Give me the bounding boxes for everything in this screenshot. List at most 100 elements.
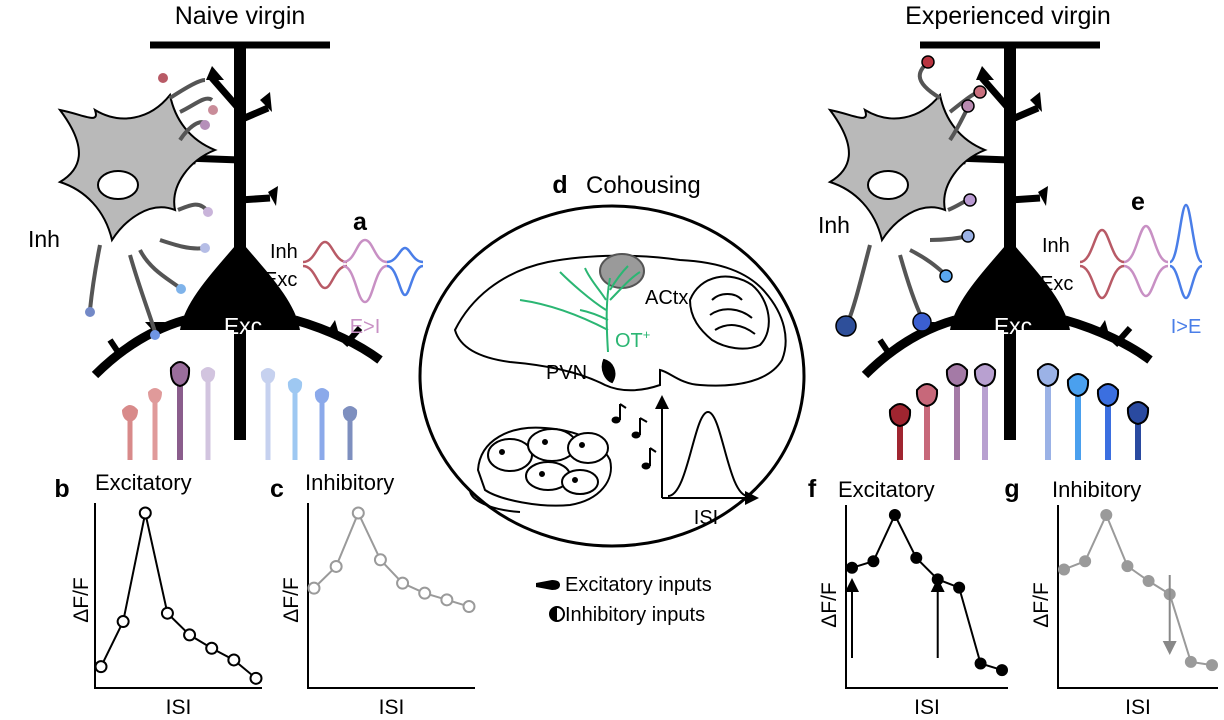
trace-exc-label-a: Exc xyxy=(264,269,297,291)
chart-c-point xyxy=(329,559,343,573)
chart-b-point xyxy=(205,641,219,655)
naive-virgin-title: Naive virgin xyxy=(175,2,306,30)
naive-traces xyxy=(302,238,424,304)
excitatory-input-glyph xyxy=(536,580,560,590)
chart-b-title: Excitatory xyxy=(95,470,192,495)
chart-f-point xyxy=(974,657,987,670)
legend-excitatory: Excitatory inputs xyxy=(565,574,712,596)
panel-e-letter: e xyxy=(1131,188,1145,216)
chart-f-point xyxy=(846,561,858,574)
chart-g-point xyxy=(1184,655,1197,668)
naive-exc-inputs xyxy=(122,361,358,460)
experienced-inh-label: Inh xyxy=(818,212,850,238)
actx-label: ACtx xyxy=(645,287,688,309)
naive-inh-terminals xyxy=(85,73,218,340)
experienced-virgin-title: Experienced virgin xyxy=(905,2,1111,30)
isi-distribution xyxy=(655,395,759,505)
brain-outline xyxy=(453,254,787,392)
chart-g-point xyxy=(1058,563,1070,576)
chart-c-point xyxy=(307,581,321,595)
actx-region xyxy=(599,253,645,289)
cohousing-title: Cohousing xyxy=(586,172,701,199)
experienced-exc-inputs xyxy=(888,363,1150,460)
experienced-exc-neuron xyxy=(861,41,1153,440)
cohousing-circle xyxy=(418,204,806,548)
chart-g-xlabel: ISI xyxy=(1125,696,1151,719)
chart-c-point xyxy=(462,600,476,614)
experienced-traces xyxy=(1079,203,1204,300)
chart-g-axes xyxy=(1057,505,1218,689)
chart-b-point xyxy=(94,660,108,674)
naive-inh-label: Inh xyxy=(28,226,60,252)
chart-f-point xyxy=(888,509,901,521)
chart-c-point xyxy=(440,593,454,607)
chart-c-point xyxy=(396,576,410,590)
ot-label: OT+ xyxy=(615,327,650,352)
experienced-inh-terminals xyxy=(835,55,987,337)
chart-g-point xyxy=(1079,555,1092,568)
chart-c-xlabel: ISI xyxy=(379,696,405,719)
isi-distribution-xlabel: ISI xyxy=(694,507,718,529)
naive-inh-neuron xyxy=(57,78,218,333)
panel-b-letter: b xyxy=(54,475,69,503)
chart-f-point xyxy=(931,573,944,586)
mice-huddle xyxy=(469,426,612,513)
chart-f-point xyxy=(953,581,966,594)
chart-c-point xyxy=(418,586,432,600)
chart-b-point xyxy=(160,606,174,620)
chart-g-title: Inhibitory xyxy=(1052,477,1141,502)
chart-c-line xyxy=(313,510,470,608)
legend: Excitatory inputs Inhibitory inputs xyxy=(536,574,712,626)
chart-c-point xyxy=(373,553,387,567)
naive-balance-label: E>I xyxy=(350,316,381,338)
chart-g-point xyxy=(1206,659,1218,672)
chart-f-title: Excitatory xyxy=(838,477,935,502)
chart-c-title: Inhibitory xyxy=(305,470,394,495)
chart-b-point xyxy=(183,628,197,642)
chart-b-point xyxy=(249,671,263,685)
chart-b-xlabel: ISI xyxy=(166,696,192,719)
chart-f-ylabel: ΔF/F xyxy=(818,582,841,628)
chart-b-ylabel: ΔF/F xyxy=(70,577,93,623)
chart-b-point xyxy=(138,506,152,520)
chart-c-axes xyxy=(307,503,475,689)
panel-c-letter: c xyxy=(270,475,284,503)
chart-f-line xyxy=(851,512,1003,672)
ot-axons xyxy=(519,265,641,353)
chart-c-ylabel: ΔF/F xyxy=(280,577,303,623)
pvn-label: PVN xyxy=(546,362,587,384)
chart-g-point xyxy=(1142,575,1155,587)
chart-b-line xyxy=(100,512,257,680)
experienced-exc-label: Exc xyxy=(994,313,1032,339)
chart-f-xlabel: ISI xyxy=(914,696,940,719)
panel-d-letter: d xyxy=(552,171,567,199)
chart-b-axes xyxy=(94,503,262,689)
experienced-inh-neuron xyxy=(827,60,988,323)
chart-g-line xyxy=(1063,512,1213,667)
legend-inhibitory: Inhibitory inputs xyxy=(565,604,705,626)
panel-g-letter: g xyxy=(1004,475,1019,503)
chart-c-point xyxy=(351,506,365,520)
chart-b-point xyxy=(116,615,130,629)
chart-g-ylabel: ΔF/F xyxy=(1030,582,1053,628)
chart-f-point xyxy=(867,555,880,568)
chart-b-point xyxy=(227,653,241,667)
naive-exc-neuron xyxy=(91,41,383,440)
chart-f-point xyxy=(996,664,1008,677)
trace-inh-label-a: Inh xyxy=(270,241,298,263)
trace-exc-label-e: Exc xyxy=(1040,273,1073,295)
chart-f-point xyxy=(910,551,923,564)
music-notes xyxy=(611,403,657,470)
chart-g-point xyxy=(1121,560,1134,573)
experienced-balance-label: I>E xyxy=(1171,316,1202,338)
panel-a-letter: a xyxy=(353,208,368,236)
naive-exc-label: Exc xyxy=(224,313,262,339)
chart-g-point xyxy=(1100,509,1113,521)
trace-inh-label-e: Inh xyxy=(1042,235,1070,257)
chart-f-axes xyxy=(845,505,1008,689)
panel-f-letter: f xyxy=(808,475,817,503)
